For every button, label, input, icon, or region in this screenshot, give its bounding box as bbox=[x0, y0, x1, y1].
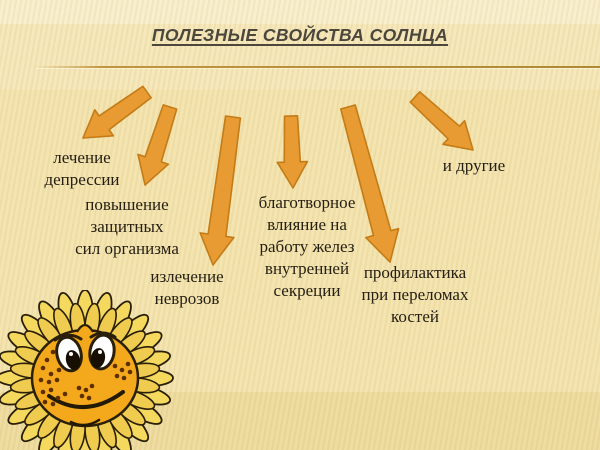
arrow-to-depression-icon bbox=[82, 85, 152, 139]
sun-smile bbox=[47, 390, 125, 409]
smiling-sun-icon bbox=[0, 290, 174, 450]
arrow-to-neuroses-icon bbox=[199, 115, 242, 266]
benefit-label-fractures: профилактика при переломах костей bbox=[361, 263, 469, 326]
benefit-label-others: и другие bbox=[442, 156, 506, 175]
benefit-label-endocrine: благотворное влияние на работу желез вну… bbox=[258, 193, 356, 300]
sun-eyes bbox=[53, 331, 117, 373]
arrow-to-others-icon bbox=[409, 91, 474, 151]
benefit-label-depression: лечение депрессии bbox=[44, 148, 120, 189]
benefit-label-immunity: повышение защитных сил организма bbox=[75, 195, 179, 258]
sun-freckles bbox=[38, 349, 133, 407]
arrow-to-endocrine-icon bbox=[276, 115, 309, 189]
arrow-to-immunity-icon bbox=[137, 104, 178, 186]
slide-title: ПОЛЕЗНЫЕ СВОЙСТВА СОЛНЦА bbox=[151, 25, 449, 45]
title-separator-line bbox=[36, 66, 600, 68]
benefit-label-neuroses: излечение неврозов bbox=[150, 267, 224, 308]
